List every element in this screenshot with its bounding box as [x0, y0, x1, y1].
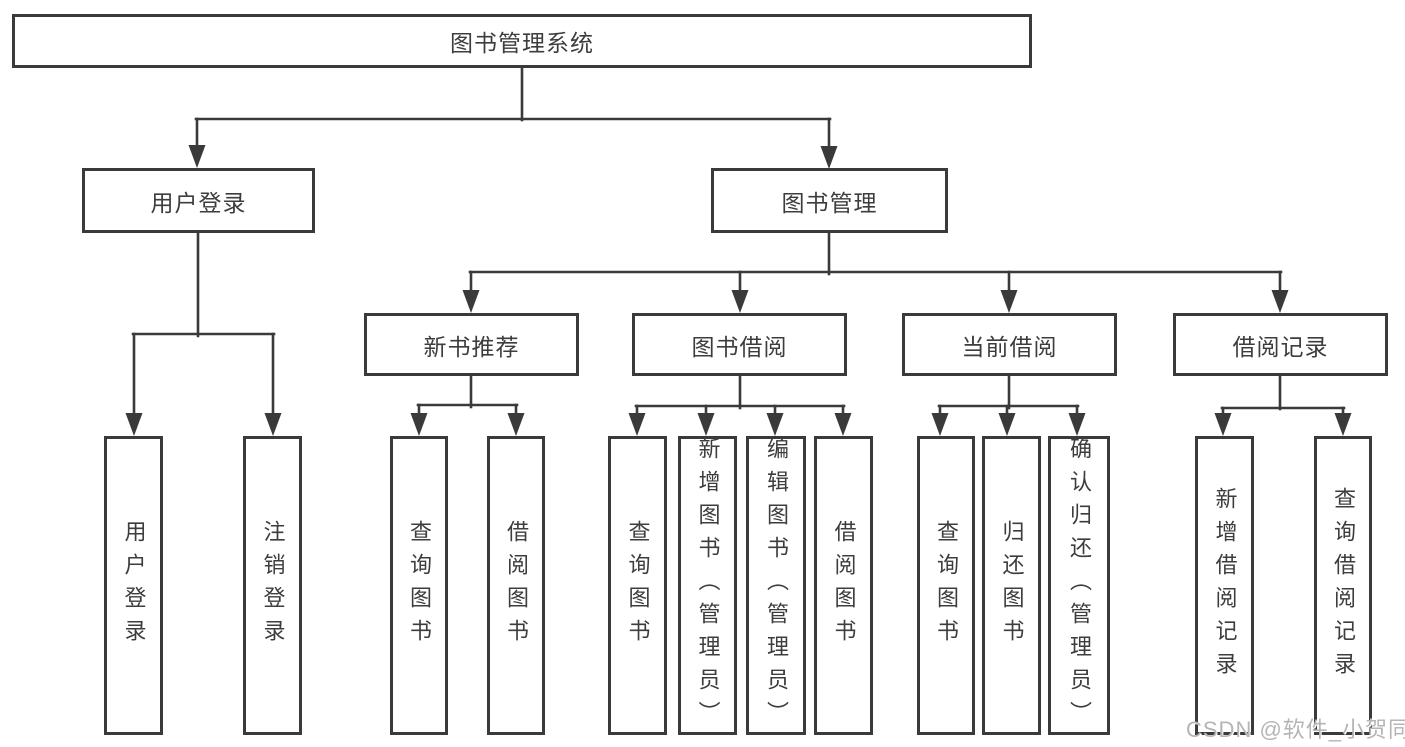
node-leaf-br-add-record-label: 新增借阅记录	[1212, 486, 1238, 685]
node-leaf-cb-confirm-return-admin-label: 确认归还（管理员）	[1067, 437, 1092, 734]
node-leaf-nbr-borrow-books-label: 借阅图书	[504, 519, 529, 652]
node-leaf-user-login: 用户登录	[104, 436, 163, 735]
node-leaf-bb-query-books-label: 查询图书	[625, 519, 651, 652]
node-leaf-br-query-record-label: 查询借阅记录	[1331, 486, 1356, 685]
node-leaf-br-add-record: 新增借阅记录	[1195, 436, 1254, 735]
node-new-book-recommend-label: 新书推荐	[423, 333, 520, 360]
node-leaf-logout-label: 注销登录	[260, 519, 286, 652]
node-borrowing-records-label: 借阅记录	[1232, 333, 1329, 360]
arrowheads	[125, 145, 1352, 436]
node-leaf-cb-return-books-label: 归还图书	[999, 519, 1025, 652]
node-book-management: 图书管理	[711, 168, 948, 233]
node-user-login: 用户登录	[82, 168, 315, 233]
node-book-borrowing-label: 图书借阅	[691, 333, 788, 360]
node-leaf-bb-borrow-books: 借阅图书	[814, 436, 873, 735]
node-leaf-bb-edit-books-admin: 编辑图书（管理员）	[746, 436, 806, 735]
watermark-text: CSDN @软件_小贺同学	[1186, 717, 1405, 742]
node-leaf-cb-confirm-return-admin: 确认归还（管理员）	[1048, 436, 1110, 735]
node-leaf-bb-query-books: 查询图书	[608, 436, 667, 735]
node-book-borrowing: 图书借阅	[632, 313, 847, 376]
node-leaf-logout: 注销登录	[243, 436, 302, 735]
node-leaf-nbr-query-books: 查询图书	[390, 436, 448, 735]
node-leaf-bb-edit-books-admin-label: 编辑图书（管理员）	[764, 437, 789, 734]
node-leaf-cb-query-books: 查询图书	[917, 436, 975, 735]
node-leaf-bb-add-books-admin: 新增图书（管理员）	[678, 436, 737, 735]
node-new-book-recommend: 新书推荐	[364, 313, 579, 376]
node-leaf-br-query-record: 查询借阅记录	[1314, 436, 1372, 735]
node-root-label: 图书管理系统	[450, 30, 594, 56]
node-leaf-nbr-borrow-books: 借阅图书	[487, 436, 545, 735]
node-leaf-bb-add-books-admin-label: 新增图书（管理员）	[695, 437, 721, 734]
node-book-management-label: 图书管理	[781, 189, 878, 216]
node-user-login-label: 用户登录	[150, 189, 247, 216]
node-leaf-bb-borrow-books-label: 借阅图书	[831, 519, 857, 652]
node-root: 图书管理系统	[12, 14, 1032, 68]
node-leaf-cb-query-books-label: 查询图书	[934, 519, 959, 652]
node-leaf-user-login-label: 用户登录	[121, 519, 147, 652]
node-current-borrowing: 当前借阅	[902, 313, 1117, 376]
node-leaf-cb-return-books: 归还图书	[982, 436, 1041, 735]
node-leaf-nbr-query-books-label: 查询图书	[407, 519, 432, 652]
node-current-borrowing-label: 当前借阅	[961, 333, 1058, 360]
node-borrowing-records: 借阅记录	[1173, 313, 1388, 376]
